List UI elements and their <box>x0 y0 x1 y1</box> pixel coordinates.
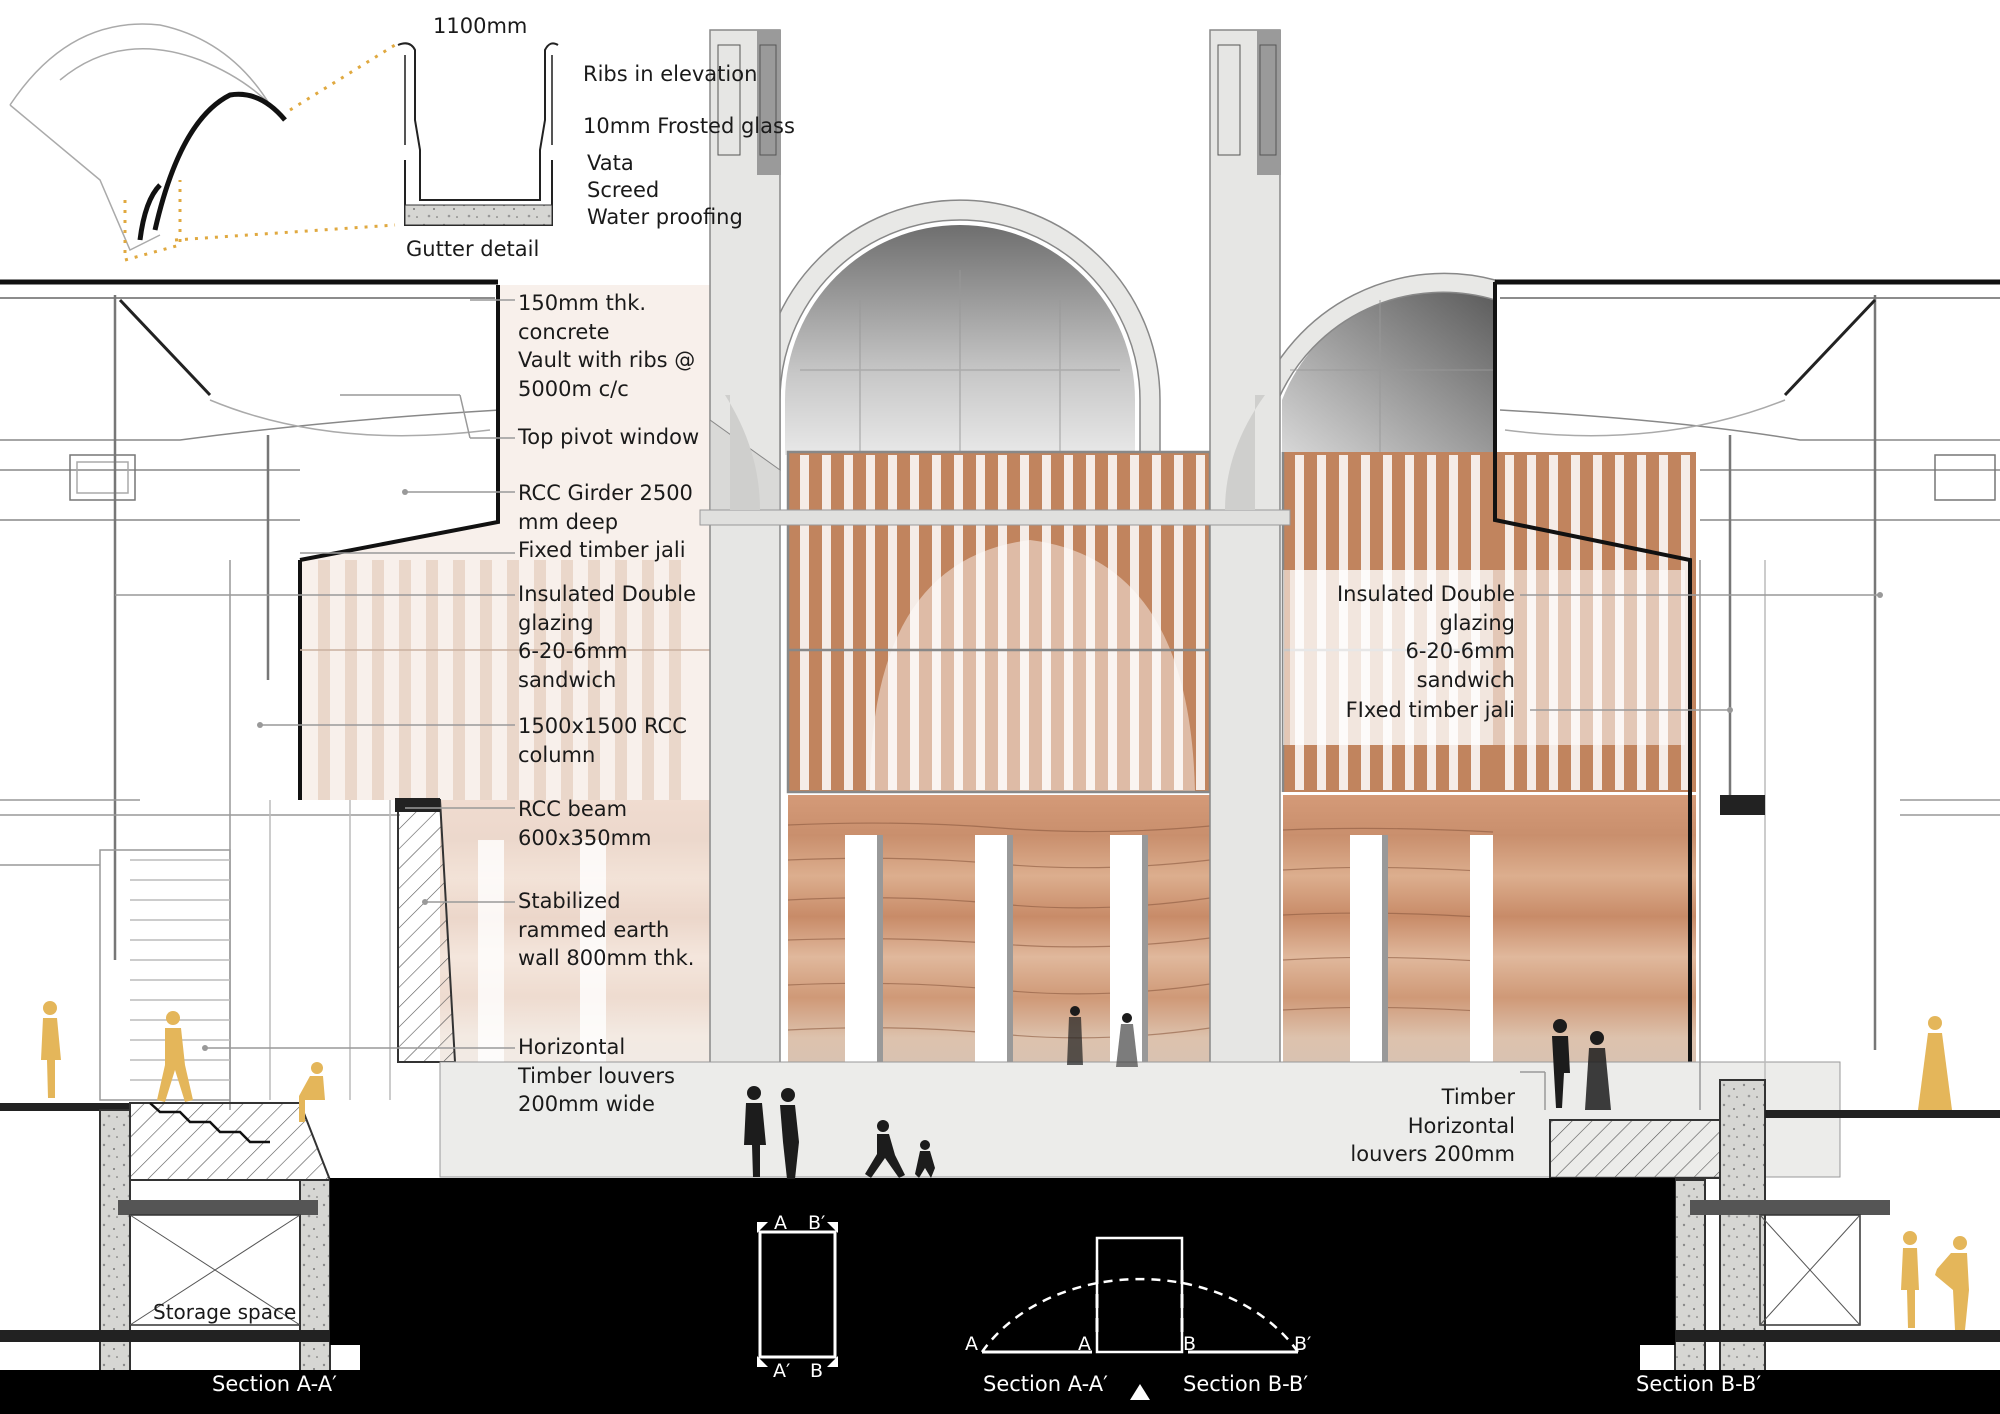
rcc-beam-label: RCC beam 600x350mm <box>518 797 652 850</box>
person-figure <box>865 1120 905 1178</box>
human-figures-yellow <box>41 1001 1969 1330</box>
double-glazing-left-label: Insulated Double glazing 6-20-6mm sandwi… <box>518 582 697 692</box>
top-pivot-window-label: Top pivot window <box>518 425 700 449</box>
gutter-detail <box>9 23 559 262</box>
person-figure <box>915 1140 935 1178</box>
gutter-width-label: 1100mm <box>433 14 528 38</box>
north-arrow-icon <box>1130 1384 1150 1400</box>
section-aa-left-title: Section A-A′ <box>212 1372 337 1396</box>
person-figure <box>299 1062 325 1122</box>
person-figure <box>1918 1016 1952 1110</box>
person-figure <box>1935 1236 1969 1330</box>
rcc-column-label: 1500x1500 RCC column <box>518 714 687 767</box>
key-mark-b-prime-top: B′ <box>808 1212 826 1234</box>
concrete-columns <box>699 29 1291 1066</box>
section-bb-right-title: Section B-B′ <box>1636 1372 1762 1396</box>
section-bb-key-title: Section B-B′ <box>1183 1372 1309 1396</box>
arc-mark-a-left: A <box>965 1333 978 1355</box>
rammed-earth-wall-label: Stabilized rammed earth wall 800mm thk. <box>518 889 695 970</box>
right-jali-and-wall <box>1290 282 1696 1110</box>
key-mark-a-prime-bottom: A′ <box>773 1360 791 1382</box>
person-figure <box>1116 1013 1138 1067</box>
arc-mark-a-inner: A <box>1078 1333 1091 1355</box>
ground-section <box>0 1178 2000 1414</box>
person-figure <box>157 1011 193 1102</box>
person-figure <box>1585 1031 1611 1110</box>
frosted-glass-label: 10mm Frosted glass <box>583 114 795 138</box>
leader-dots <box>202 489 1883 1051</box>
key-mark-b-bottom: B <box>810 1360 824 1382</box>
gutter-detail-title: Gutter detail <box>406 237 540 261</box>
key-mark-a-top: A <box>774 1212 787 1234</box>
key-plan <box>757 1222 1300 1400</box>
leader-lines <box>115 299 1880 1110</box>
person-figure <box>1901 1231 1919 1328</box>
left-wing <box>0 279 501 1110</box>
timber-louvers-right-label: Timber Horizontal louvers 200mm <box>1350 1085 1515 1166</box>
person-figure <box>744 1086 766 1177</box>
left-glazed-panel <box>298 285 710 800</box>
fixed-timber-jali-right-label: FIxed timber jali <box>1345 698 1515 722</box>
double-glazing-right-label: Insulated Double glazing 6-20-6mm sandwi… <box>1336 582 1515 692</box>
vata-screed-waterproofing-label: Vata Screed Water proofing <box>587 151 743 229</box>
person-figure <box>1067 1006 1083 1065</box>
storage-space-label: Storage space <box>153 1300 297 1324</box>
person-figure <box>780 1088 799 1179</box>
left-plinth <box>0 1102 360 1411</box>
horizontal-louvers-left-label: Horizontal Timber louvers 200mm wide <box>518 1035 675 1116</box>
left-rammed-earth-wall <box>395 798 710 1063</box>
concrete-vault-label: 150mm thk. concrete Vault with ribs @ 50… <box>518 291 696 401</box>
person-figure <box>41 1001 61 1098</box>
arc-mark-b-prime-right: B′ <box>1294 1333 1312 1355</box>
central-vaults <box>759 199 1496 471</box>
rcc-girder-jali-label: RCC Girder 2500 mm deep Fixed timber jal… <box>518 481 693 562</box>
human-figures-dark <box>744 1006 1611 1179</box>
person-figure <box>1552 1019 1570 1108</box>
arc-mark-b-inner: B <box>1183 1333 1197 1355</box>
right-wing <box>1495 279 2000 1110</box>
jali-slats-left-bay <box>800 455 1205 790</box>
section-aa-key-title: Section A-A′ <box>983 1372 1108 1396</box>
right-plinth <box>1549 795 2000 1411</box>
ribs-in-elevation-label: Ribs in elevation <box>583 62 758 86</box>
